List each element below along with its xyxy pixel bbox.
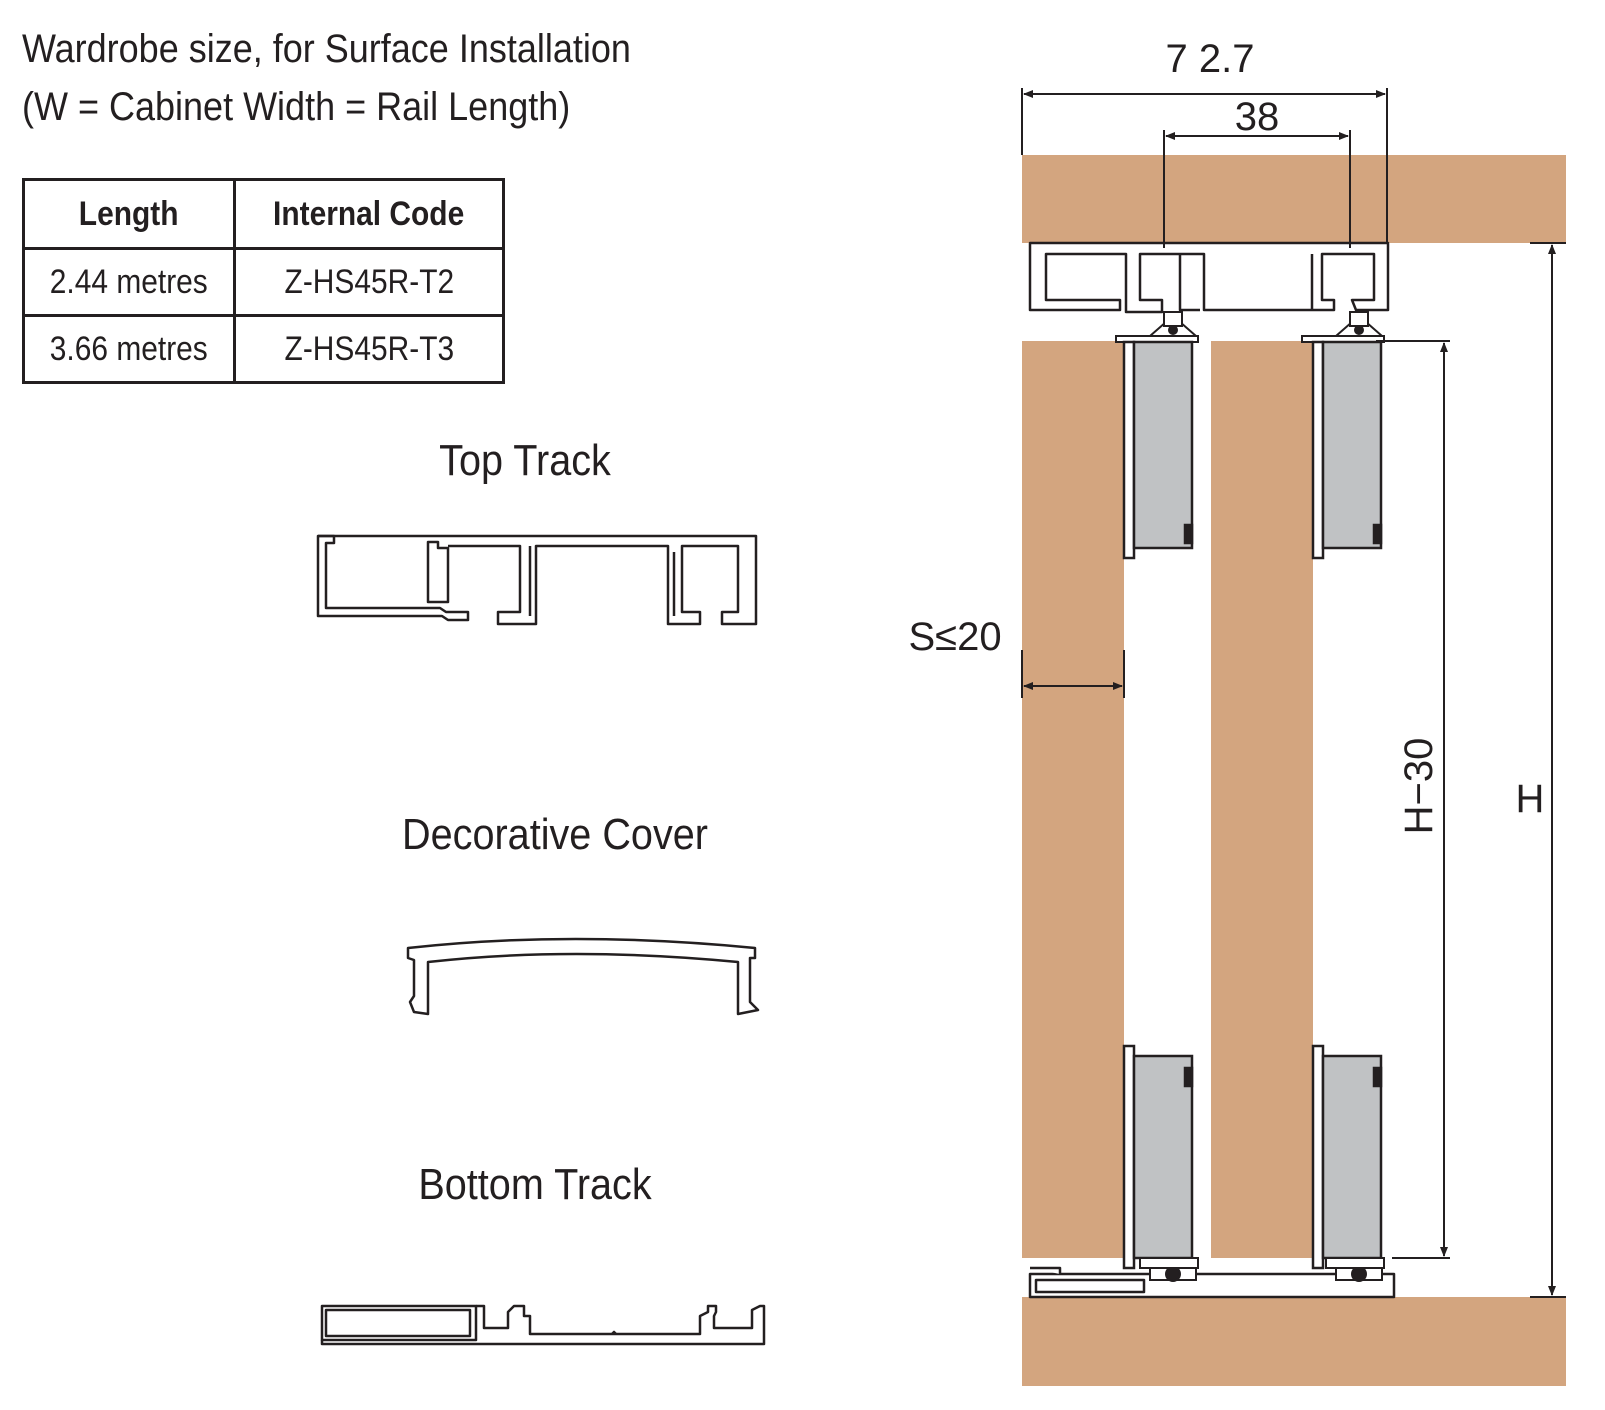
decorative-cover-label: Decorative Cover [402,810,708,859]
title-line-2: (W = Cabinet Width = Rail Length) [22,85,571,129]
page-title: Wardrobe size, for Surface Installation … [22,20,631,136]
door-thickness-dimension [1021,650,1125,698]
installed-bottom-track [1028,1266,1396,1299]
rear-door-bottom-fitting [1311,1044,1383,1270]
front-door [1022,341,1124,1258]
table-header-row: Length Internal Code [22,178,505,250]
table-row: 3.66 metres Z-HS45R-T3 [22,314,505,384]
table-row: 2.44 metres Z-HS45R-T2 [22,247,505,317]
door-height-value: H−30 [1397,738,1441,835]
top-roller-rear [1301,311,1385,343]
bottom-roller-rear [1325,1257,1385,1282]
track-gap-dimension [1163,130,1351,248]
title-line-1: Wardrobe size, for Surface Installation [22,27,631,71]
door-height-dimension [1376,340,1450,1259]
top-track-profile [316,534,758,626]
top-roller-front [1115,311,1199,343]
cabinet-height-value: H [1516,777,1545,821]
bottom-roller-front [1139,1257,1199,1282]
top-track-label: Top Track [439,436,611,485]
cabinet-top-panel [1022,155,1566,243]
spec-table: Length Internal Code 2.44 metres Z-HS45R… [22,178,505,384]
overall-width-value: 7 2.7 [1166,37,1255,81]
installed-top-track [1028,241,1390,314]
table-header-length: Length [22,178,236,250]
table-cell-code: Z-HS45R-T2 [233,247,505,317]
track-gap-value: 38 [1235,95,1280,139]
bottom-track-profile [320,1304,766,1346]
table-cell-length: 2.44 metres [22,247,236,317]
decorative-cover-profile [406,937,760,1016]
rear-door-top-fitting [1311,340,1383,560]
bottom-track-label: Bottom Track [418,1160,652,1209]
front-door-top-fitting [1122,340,1194,560]
front-door-bottom-fitting [1122,1044,1194,1270]
cabinet-height-dimension [1530,242,1566,1298]
overall-width-dimension [1021,88,1388,243]
rear-door [1211,341,1313,1258]
table-header-code: Internal Code [233,178,505,250]
cabinet-bottom-panel [1022,1297,1566,1386]
table-cell-code: Z-HS45R-T3 [233,314,505,384]
door-thickness-value: S≤20 [908,615,1001,659]
table-cell-length: 3.66 metres [22,314,236,384]
